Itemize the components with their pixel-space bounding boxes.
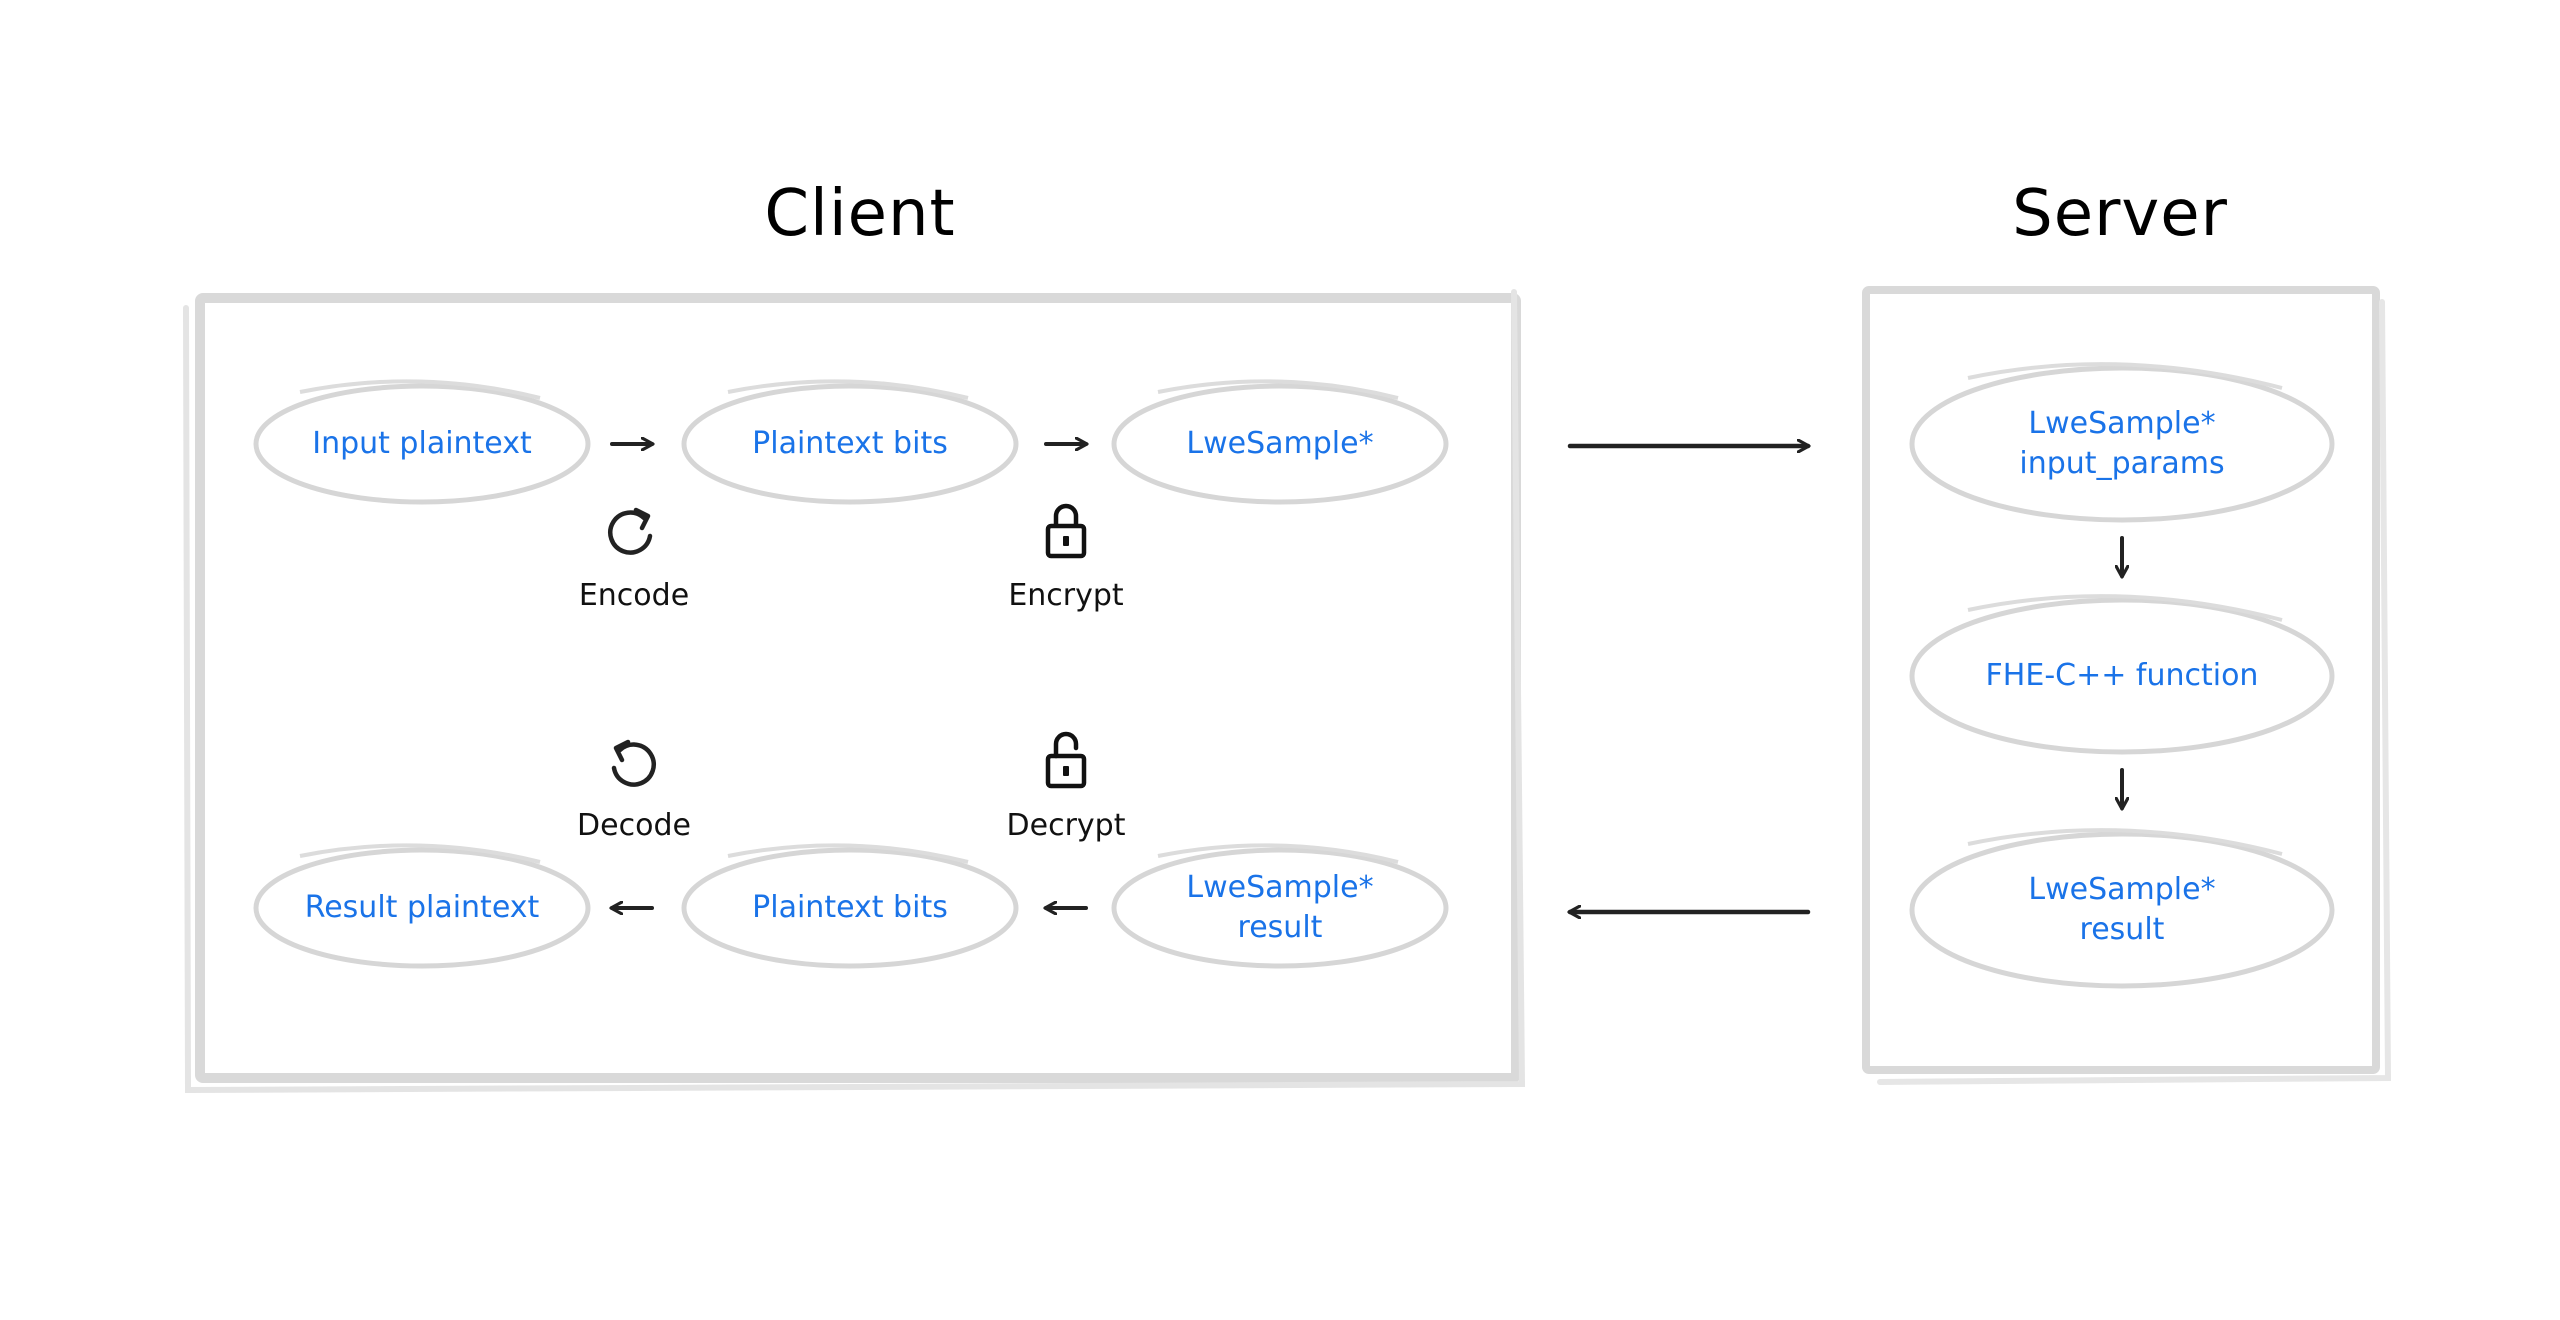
lock-closed-icon <box>1045 503 1087 559</box>
server-node-result <box>1909 828 2335 989</box>
encrypt-label: Encrypt <box>1008 578 1124 613</box>
decrypt-label: Decrypt <box>1006 808 1126 843</box>
label-lwesample-top: LweSample* <box>1186 426 1374 461</box>
client-node-plaintext-bits-top <box>681 379 1019 505</box>
encode-label: Encode <box>578 578 690 613</box>
refresh-counterclockwise-icon <box>611 739 656 787</box>
client-node-input-plaintext <box>253 379 591 505</box>
server-container <box>1862 286 2392 1085</box>
server-node-fhe-function <box>1909 594 2335 755</box>
label-input-plaintext: Input plaintext <box>312 426 532 461</box>
client-node-result-plaintext <box>253 843 591 969</box>
label-lwesample-result: LweSample* result <box>1186 870 1374 945</box>
lock-open-icon <box>1045 731 1087 789</box>
label-server-result: LweSample* result <box>2028 872 2216 947</box>
client-title: Client <box>764 177 956 251</box>
server-title: Server <box>2012 177 2228 251</box>
label-server-input-params: LweSample* input_params <box>2019 406 2225 481</box>
client-container <box>183 289 1526 1094</box>
label-plaintext-bits-bottom: Plaintext bits <box>752 890 948 925</box>
client-node-lwesample-top <box>1111 379 1449 505</box>
client-node-plaintext-bits-bottom <box>681 843 1019 969</box>
label-result-plaintext: Result plaintext <box>304 890 540 925</box>
decode-label: Decode <box>577 808 691 843</box>
label-plaintext-bits-top: Plaintext bits <box>752 426 948 461</box>
server-node-input-params <box>1909 362 2335 523</box>
refresh-clockwise-icon <box>608 507 653 555</box>
label-server-function: FHE-C++ function <box>1985 658 2259 693</box>
client-node-lwesample-result <box>1111 843 1449 969</box>
